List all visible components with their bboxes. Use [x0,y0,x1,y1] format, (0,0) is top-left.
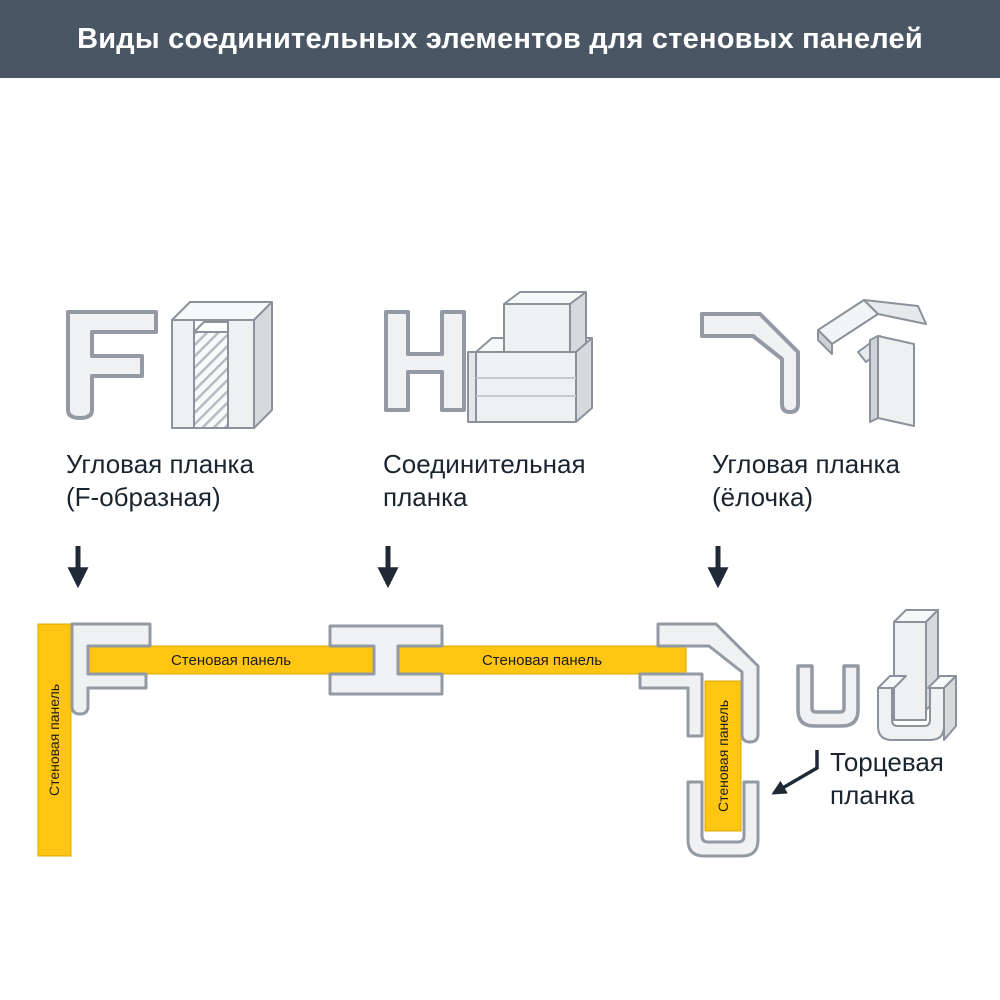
assembly-profiles [70,622,760,858]
corner-profile-label-line1: Угловая планка [712,449,900,479]
panel-label-horizontal-2: Стеновая панель [481,651,603,669]
end-cap-3d-icon [877,609,957,741]
wall-panel-vertical-left [37,623,72,857]
page-title: Виды соединительных элементов для стенов… [77,22,923,55]
end-cap-label: Торцевая планка [830,746,944,812]
wall-panel-horizontal-2 [397,645,687,675]
corner-profile-2d-icon [700,312,800,414]
panel-label-vertical-right: Стеновая панель [715,699,731,813]
h-profile-label-line2: планка [383,482,468,512]
end-cap-label-line1: Торцевая [830,747,944,777]
title-bar: Виды соединительных элементов для стенов… [0,0,1000,78]
panel-label-horizontal-1: Стеновая панель [170,651,292,669]
end-cap-label-line2: планка [830,780,915,810]
corner-profile-3d-icon [817,299,927,427]
h-profile-label: Соединительная планка [383,448,586,514]
f-profile-label-line2: (F-образная) [66,482,221,512]
wall-panels [37,623,742,857]
f-profile-label-line1: Угловая планка [66,449,254,479]
down-arrows [67,546,729,589]
wall-panel-horizontal-1 [87,645,375,675]
f-profile-2d-icon [66,310,158,420]
end-cap-2d-icon [796,664,860,728]
assembly-end-cap [686,780,760,858]
panel-label-vertical-left: Стеновая панель [46,683,63,797]
end-cap-callout-arrow [771,750,819,795]
h-profile-3d-icon [467,291,593,423]
f-profile-3d-icon [171,301,273,429]
assembly-corner-profile-outer [656,622,760,744]
assembly-h-profile [328,624,444,696]
f-profile-label: Угловая планка (F-образная) [66,448,254,514]
assembly-corner-profile-inner [638,672,704,738]
corner-profile-label: Угловая планка (ёлочка) [712,448,900,514]
h-profile-2d-icon [384,310,466,412]
wall-panel-vertical-right [704,680,742,832]
assembly-f-profile [70,622,152,716]
h-profile-label-line1: Соединительная [383,449,586,479]
corner-profile-label-line2: (ёлочка) [712,482,814,512]
